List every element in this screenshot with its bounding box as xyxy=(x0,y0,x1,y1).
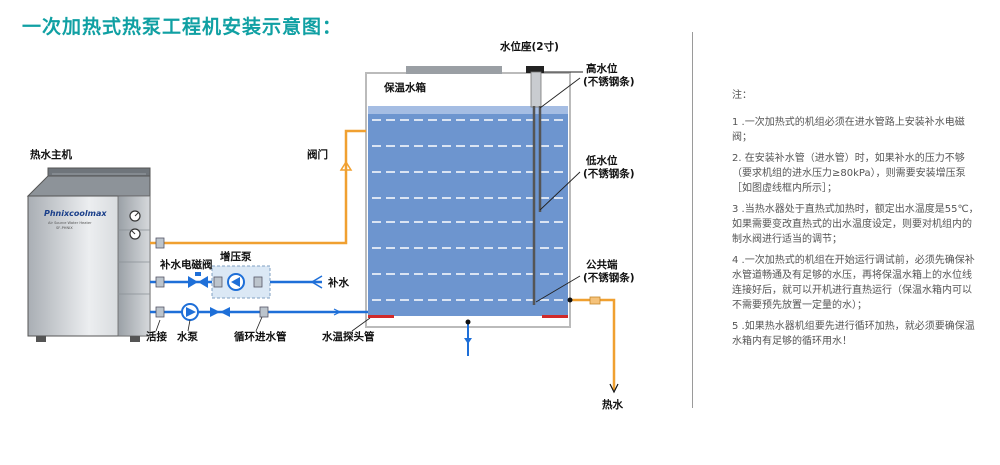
label-low-level: 低水位 xyxy=(585,154,618,167)
label-makeup-water: 补水 xyxy=(327,276,349,289)
union-icon xyxy=(259,306,269,318)
arrow-up-icon xyxy=(339,160,353,171)
notes-title: 注： xyxy=(732,90,752,101)
label-low-level-sub: (不锈钢条) xyxy=(583,167,635,180)
arrow-left-icon xyxy=(310,275,323,289)
note-item: 1 .一次加热式的机组必须在进水管路上安装补水电磁阀； xyxy=(732,117,965,143)
hot-water-pipe xyxy=(570,298,616,390)
label-joint: 活接 xyxy=(146,330,167,343)
label-host: 热水主机 xyxy=(30,148,72,161)
note-item: 5 .如果热水器机组要先进行循环加热，就必须要确保温水箱内有足够的循环用水！ xyxy=(732,321,975,347)
note-item: 2. 在安装补水管（进水管）时，如果补水的压力不够（要求机组的进水压力≥80kP… xyxy=(732,153,966,194)
label-common-sub: (不锈钢条) xyxy=(583,271,635,284)
label-high-level: 高水位 xyxy=(586,62,618,75)
brand-model: SF-PHNIX xyxy=(56,226,73,230)
brand-logo: Phnixcoolmax xyxy=(44,209,107,218)
tank-water xyxy=(368,106,568,316)
label-circ-pipe: 循环进水管 xyxy=(234,330,287,343)
note-item: 4 .一次加热式的机组在开始运行调试前，必须先确保补水管道畅通及有足够的水压，再… xyxy=(732,255,975,311)
union-icon xyxy=(155,276,165,288)
label-high-level-sub: (不锈钢条) xyxy=(583,75,635,88)
water-level-sensor xyxy=(526,66,544,305)
label-booster: 增压泵 xyxy=(220,250,252,263)
brand-subtitle: Air Source Water Heater xyxy=(48,221,92,225)
arrow-right-icon xyxy=(333,308,342,316)
divider xyxy=(692,32,693,408)
union-icon xyxy=(155,306,165,318)
notes-panel: 注： 1 .一次加热式的机组必须在进水管路上安装补水电磁阀； 2. 在安装补水管… xyxy=(732,88,980,355)
label-sensor-base: 水位座(2寸) xyxy=(499,40,559,53)
union-icon xyxy=(155,237,165,249)
hot-outlet-pipe xyxy=(150,129,366,245)
label-makeup-valve: 补水电磁阀 xyxy=(159,258,213,271)
label-pump: 水泵 xyxy=(176,330,198,343)
arrow-down-icon xyxy=(609,383,619,394)
solenoid-valve-icon xyxy=(188,276,198,288)
heat-pump-unit: Phnixcoolmax Air Source Water Heater SF-… xyxy=(26,167,151,342)
page-title: 一次加热式热泵工程机安装示意图： xyxy=(22,16,343,38)
label-tank: 保温水箱 xyxy=(383,81,426,94)
hot-valve-icon xyxy=(589,296,601,305)
label-temp-probe: 水温探头管 xyxy=(321,330,375,343)
label-hot-water: 热水 xyxy=(602,398,623,411)
label-valve: 阀门 xyxy=(307,148,328,161)
note-item: 3 .当热水器处于直热式加热时，额定出水温度是55℃，如果需要变改直热式的出水温… xyxy=(732,204,979,245)
check-valve-icon xyxy=(210,307,220,317)
label-common: 公共端 xyxy=(586,258,618,271)
